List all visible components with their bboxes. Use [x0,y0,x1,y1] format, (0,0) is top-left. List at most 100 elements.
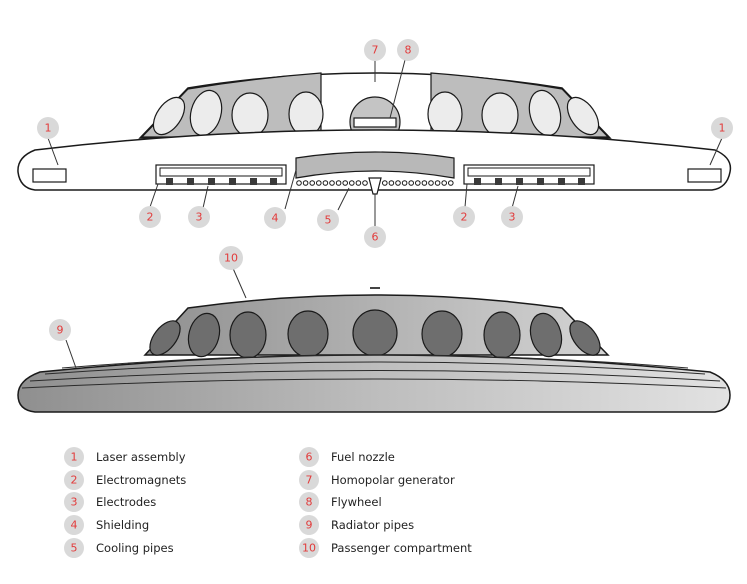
leader-electromagnets-right [464,183,468,208]
cooling-pipe [434,180,441,186]
callout-number: 2 [147,211,154,224]
legend-label: Electrodes [96,495,156,509]
electrode [270,178,277,185]
leader-laser-left [47,137,59,166]
callout-electromagnets-right: 2 [453,206,475,228]
cooling-pipe [322,180,329,186]
cooling-pipe [342,180,349,186]
legend-number: 5 [71,542,78,555]
cooling-pipe [448,180,454,186]
legend-item: 5 Cooling pipes [64,538,174,558]
legend-item: 3 Electrodes [64,492,156,512]
electrodes-right [474,178,585,185]
right-window-1 [427,91,463,137]
callout-number: 1 [45,122,52,135]
legend-number: 10 [302,542,316,555]
legend-number: 4 [71,519,78,532]
leader-shielding [284,169,297,210]
legend-number: 2 [71,474,78,487]
left-window-3 [231,92,269,138]
cooling-pipe [421,180,428,186]
legend-number: 7 [306,474,313,487]
cooling-pipe [309,180,316,186]
cooling-pipe [329,180,335,186]
legend-item: 4 Shielding [64,515,149,535]
ext-window-7 [483,311,521,359]
callout-number: 3 [509,211,516,224]
dome-top-mark [370,287,380,289]
legend-number: 8 [306,496,313,509]
legend-number: 6 [306,451,313,464]
callout-number: 6 [372,231,379,244]
callout-number: 5 [325,214,332,227]
legend-label: Homopolar generator [331,473,455,487]
electrode [558,178,565,185]
callout-radiator-pipes: 9 [49,319,71,341]
ext-window-6 [421,310,463,358]
callout-electrodes-left: 3 [188,206,210,228]
leader-laser-right [709,137,723,166]
right-window-4 [566,96,600,136]
legend-number: 9 [306,519,313,532]
legend-item: 2 Electromagnets [64,470,186,490]
legend-label: Electromagnets [96,473,186,487]
shielding-arc [295,151,455,179]
ext-window-5 [352,309,398,357]
cooling-pipe [335,180,342,186]
callout-flywheel: 8 [397,39,419,61]
flywheel-bar [353,117,397,128]
cooling-pipe [316,180,322,186]
electrode [516,178,523,185]
ext-window-3 [229,311,267,359]
callout-passenger-compartment: 10 [219,246,243,270]
leader-electrodes-left [202,185,209,209]
callout-electromagnets-left: 2 [139,206,161,228]
leader-cooling [337,187,350,211]
legend-number: 3 [71,496,78,509]
electrode [229,178,236,185]
radiator-pipe-line [61,354,689,369]
left-window-panel [140,72,322,138]
ext-window-9 [569,320,601,356]
cooling-pipe [296,180,302,186]
legend-label: Laser assembly [96,450,186,464]
cooling-pipe [408,180,415,186]
cooling-pipe [382,180,388,186]
callout-number: 7 [372,44,379,57]
electrodes-left [166,178,277,185]
electromagnet-left-inner [159,167,283,177]
leader-electromagnets-left [149,183,159,208]
callout-cooling-pipes: 5 [317,209,339,231]
legend-label: Radiator pipes [331,518,414,532]
legend-item: 7 Homopolar generator [299,470,455,490]
callout-number: 4 [272,212,279,225]
legend-label: Cooling pipes [96,541,174,555]
cooling-pipe [355,180,362,186]
cooling-pipe [349,180,355,186]
cooling-pipe [362,180,368,186]
cooling-pipe [395,180,401,186]
legend-label: Shielding [96,518,149,532]
leader-electrodes-right [511,185,519,209]
electrode [166,178,173,185]
cooling-pipes [296,180,454,186]
laser-assembly-right [687,168,722,183]
right-window-2 [481,92,519,138]
left-window-4 [288,91,324,137]
electrode [208,178,215,185]
electrode [474,178,481,185]
cooling-pipe [415,180,421,186]
leader-radiator [65,339,77,369]
electrode [250,178,257,185]
electrode [537,178,544,185]
radiator-pipe-line [21,378,727,389]
cooling-pipe [428,180,434,186]
callout-number: 3 [196,211,203,224]
legend-item: 9 Radiator pipes [299,515,414,535]
callout-electrodes-right: 3 [501,206,523,228]
callout-shielding: 4 [264,207,286,229]
